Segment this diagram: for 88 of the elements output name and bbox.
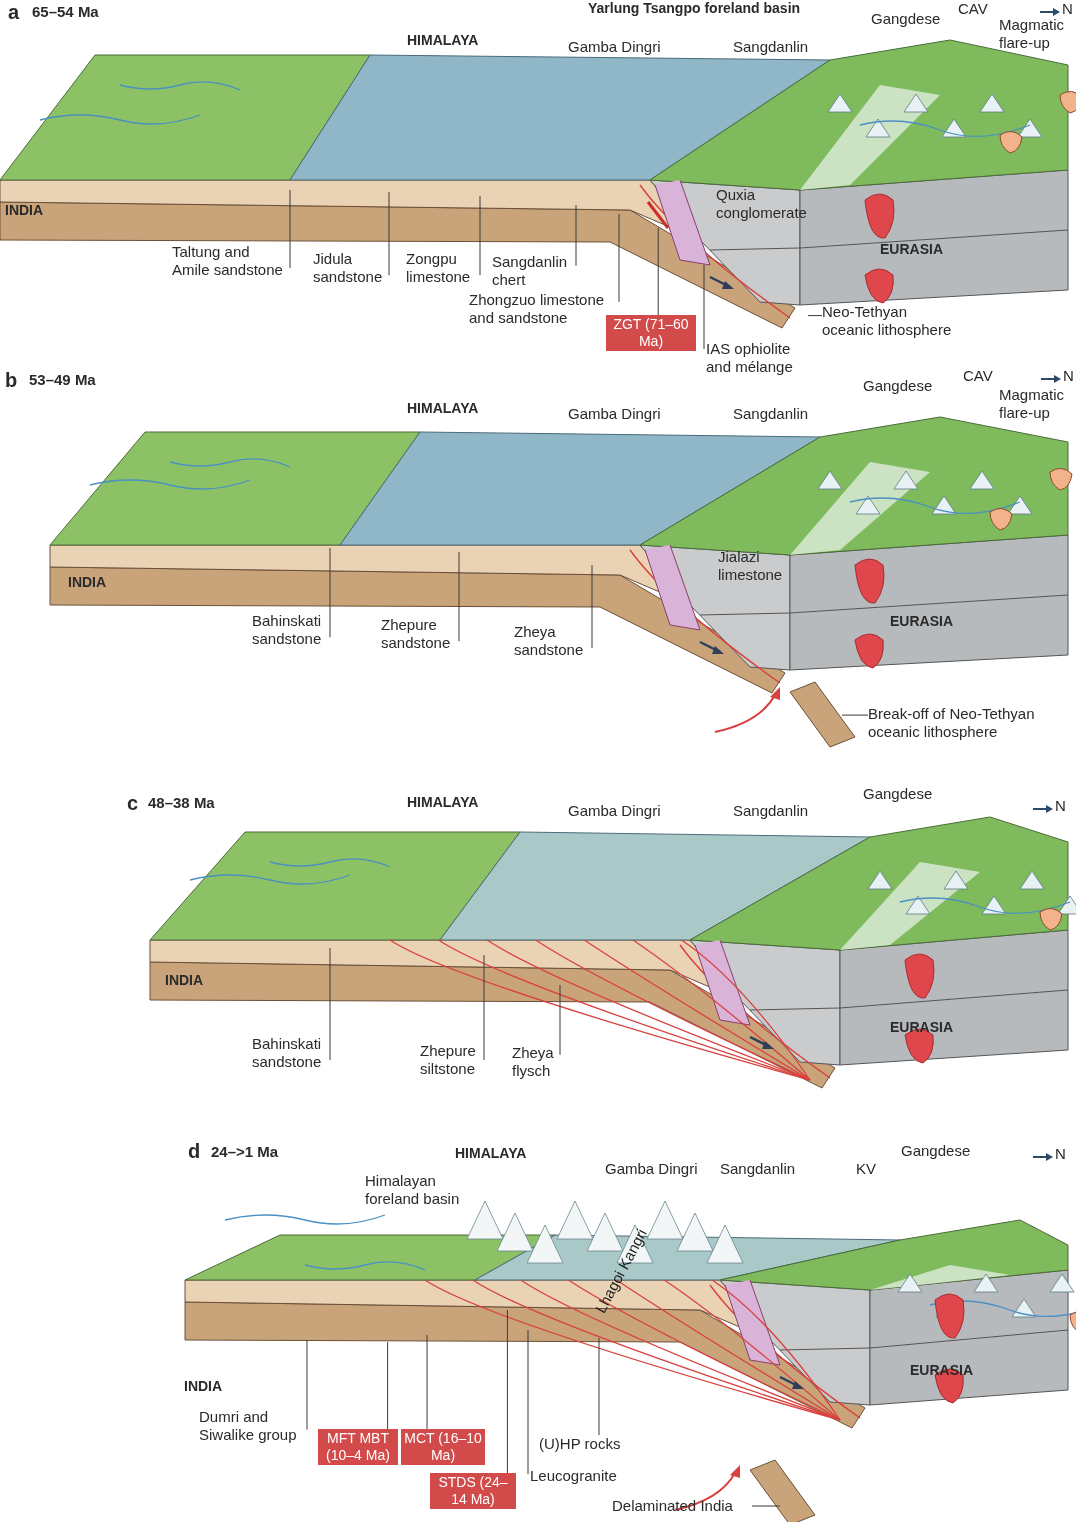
map-label: Sangdanlin (733, 38, 809, 56)
leader-line (657, 227, 659, 316)
unit-label: Neo-Tethyan oceanic lithosphere (822, 303, 957, 339)
unit-label: Zhepure sandstone (381, 616, 459, 652)
region-label: HIMALAYA (407, 400, 479, 417)
map-label: KV (856, 1160, 876, 1178)
unit-label: Jidula sandstone (313, 250, 389, 286)
map-label: 53–49 Ma (29, 371, 96, 389)
leader-line (458, 551, 460, 642)
region-label: INDIA (184, 1378, 223, 1395)
leader-line (807, 315, 823, 317)
unit-label: Dumri and Siwalike group (199, 1408, 307, 1444)
map-label: Gamba Dingri (568, 405, 661, 423)
leader-line (426, 1334, 428, 1430)
region-label: HIMALAYA (455, 1145, 527, 1162)
leader-line (388, 191, 390, 276)
map-label: Himalayan foreland basin (365, 1172, 461, 1208)
leader-line (329, 947, 331, 1061)
map-label: N (1055, 797, 1066, 815)
fault-age-tag: MFT MBT (10–4 Ma) (318, 1429, 398, 1465)
map-label: CAV (963, 367, 993, 385)
map-label: Gamba Dingri (568, 802, 661, 820)
panel-letter: c (127, 791, 139, 815)
unit-label: Delaminated India (612, 1497, 752, 1515)
region-label: EURASIA (890, 613, 953, 630)
map-label: Gamba Dingri (605, 1160, 698, 1178)
unit-label: Leucogranite (530, 1467, 630, 1485)
leader-line (306, 1339, 308, 1431)
map-label: 48–38 Ma (148, 794, 215, 812)
map-label: N (1062, 0, 1073, 18)
leader-line (598, 1337, 600, 1436)
region-label: Yarlung Tsangpo foreland basin (588, 0, 801, 17)
map-label: N (1055, 1145, 1066, 1163)
map-label: Jialazi limestone (718, 548, 784, 584)
unit-label: Bahinskati sandstone (252, 612, 330, 648)
map-label: Quxia conglomerate (716, 186, 808, 222)
leader-line (841, 714, 869, 716)
unit-label: Zheya flysch (512, 1044, 560, 1080)
leader-line (506, 1309, 508, 1474)
unit-label: Taltung and Amile sandstone (172, 243, 290, 279)
unit-label: Zheya sandstone (514, 623, 592, 659)
region-label: INDIA (5, 202, 44, 219)
leader-line (559, 984, 561, 1056)
region-label: HIMALAYA (407, 794, 479, 811)
panel-letter: d (188, 1139, 201, 1163)
region-label: HIMALAYA (407, 32, 479, 49)
leader-line (329, 547, 331, 638)
unit-label: (U)HP rocks (539, 1435, 639, 1453)
panel-letter: b (5, 368, 18, 392)
region-label: EURASIA (910, 1362, 973, 1379)
map-label: Gangdese (863, 785, 933, 803)
fault-age-tag: ZGT (71–60 Ma) (606, 315, 696, 351)
leader-line (387, 1341, 389, 1430)
unit-label: Sangdanlin chert (492, 253, 576, 289)
map-label: Sangdanlin (720, 1160, 796, 1178)
panel-letter: a (8, 0, 20, 24)
map-label: 65–54 Ma (32, 3, 99, 21)
leader-line (591, 564, 593, 649)
leader-line (575, 204, 577, 267)
map-label: N (1063, 367, 1074, 385)
leader-line (751, 1505, 781, 1507)
map-label: Magmatic flare-up (999, 386, 1066, 422)
map-label: Gangdese (863, 377, 933, 395)
fault-age-tag: STDS (24–14 Ma) (430, 1473, 516, 1509)
map-label: Gangdese (871, 10, 941, 28)
map-label: CAV (958, 0, 988, 18)
map-label: Magmatic flare-up (999, 16, 1066, 52)
fault-age-tag: MCT (16–10 Ma) (401, 1429, 485, 1465)
leader-line (479, 195, 481, 276)
region-label: INDIA (165, 972, 204, 989)
unit-label: IAS ophiolite and mélange (706, 340, 801, 376)
map-label: 24–>1 Ma (211, 1143, 279, 1161)
leader-line (618, 213, 620, 303)
map-label: Gangdese (901, 1142, 971, 1160)
unit-label: Zhepure siltstone (420, 1042, 484, 1078)
leader-line (703, 264, 705, 350)
map-label: Sangdanlin (733, 405, 809, 423)
unit-label: Zongpu limestone (406, 250, 480, 286)
region-label: EURASIA (880, 241, 943, 258)
map-label: Sangdanlin (733, 802, 809, 820)
unit-label: Bahinskati sandstone (252, 1035, 330, 1071)
map-label: Gamba Dingri (568, 38, 661, 56)
leader-line (289, 189, 291, 269)
leader-line (483, 954, 485, 1061)
leader-line (527, 1329, 529, 1475)
region-label: EURASIA (890, 1019, 953, 1036)
region-label: INDIA (68, 574, 107, 591)
unit-label: Break-off of Neo-Tethyan oceanic lithosphere (868, 705, 1058, 741)
